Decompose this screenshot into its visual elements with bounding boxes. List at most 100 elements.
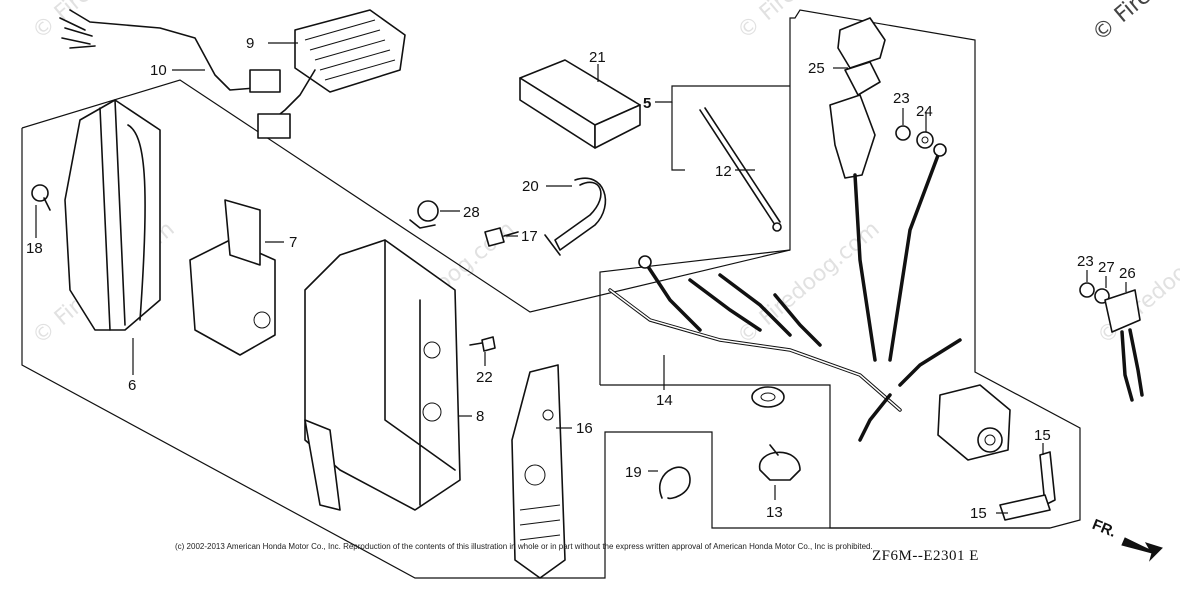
regulator-body bbox=[294, 9, 406, 93]
key-15-a bbox=[1039, 451, 1056, 506]
harness-lead-b bbox=[688, 278, 762, 332]
callout-5: 5 bbox=[643, 95, 651, 112]
callout-10: 10 bbox=[150, 62, 167, 79]
callout-23-lower: 23 bbox=[1077, 253, 1094, 270]
grommet bbox=[751, 386, 785, 408]
watermark-corner: © Fire bbox=[1088, 0, 1156, 47]
diode-26-lead bbox=[1128, 328, 1144, 397]
part-18-screw bbox=[31, 184, 51, 211]
harness-lead-e bbox=[853, 173, 877, 362]
box-8-hole-top bbox=[423, 341, 441, 359]
part-8-box bbox=[304, 239, 461, 511]
callout-15-lower: 15 bbox=[970, 505, 987, 522]
bracket-7-body bbox=[189, 239, 276, 356]
callout-15-upper: 15 bbox=[1034, 427, 1051, 444]
part-20-strap bbox=[544, 177, 607, 256]
clamp-13-tab bbox=[769, 444, 779, 456]
cover-6-ribs bbox=[99, 99, 126, 331]
strap-20-tip bbox=[544, 234, 561, 256]
switch-keyhole bbox=[984, 434, 996, 446]
diode-26-lead bbox=[1120, 330, 1134, 402]
cable-12-edge bbox=[704, 107, 781, 223]
harness-trunk-inner bbox=[609, 289, 901, 411]
part-13-clamp bbox=[759, 444, 801, 481]
harness-lead-c bbox=[718, 273, 792, 337]
fuse-holder-body bbox=[829, 94, 876, 179]
callout-8: 8 bbox=[476, 408, 484, 425]
callout-18: 18 bbox=[26, 240, 43, 257]
washer-24-hole bbox=[921, 136, 929, 144]
harness-lead-d bbox=[773, 293, 822, 347]
screw-18-head bbox=[31, 184, 49, 202]
diode-26 bbox=[1104, 289, 1141, 333]
callout-7: 7 bbox=[289, 234, 297, 251]
callout-12: 12 bbox=[715, 163, 732, 180]
connector-10 bbox=[249, 69, 281, 93]
clip-28 bbox=[417, 200, 439, 222]
wire-10 bbox=[69, 9, 256, 91]
direction-arrow bbox=[1121, 537, 1163, 562]
part-grommet bbox=[751, 386, 785, 408]
grommet-hole bbox=[760, 392, 776, 402]
cable-12 bbox=[699, 109, 776, 226]
part-fuse-holder bbox=[829, 17, 934, 179]
bracket-7-hole bbox=[253, 311, 271, 329]
watermark: © Firedoog.com bbox=[28, 0, 180, 45]
part-15-keys bbox=[999, 451, 1056, 521]
callout-19: 19 bbox=[625, 464, 642, 481]
harness-ring-terminal bbox=[638, 255, 652, 269]
copyright-notice: (c) 2002-2013 American Honda Motor Co., … bbox=[175, 542, 873, 551]
screw-22-shank bbox=[469, 342, 483, 346]
nut-23-b bbox=[1079, 282, 1095, 298]
callout-6: 6 bbox=[128, 377, 136, 394]
group-frame-bottom bbox=[21, 128, 1050, 579]
fr-arrow-icon bbox=[1121, 537, 1163, 562]
switch-barrel bbox=[977, 427, 1003, 453]
leader-lines bbox=[35, 42, 1127, 514]
screw-22-head bbox=[481, 336, 496, 352]
part-regulator-assembly bbox=[59, 9, 406, 139]
harness-ring-terminal bbox=[933, 143, 947, 157]
callout-24: 24 bbox=[916, 103, 933, 120]
part-12-cable bbox=[699, 107, 782, 232]
fuse-cover bbox=[837, 17, 886, 69]
box-8-edges bbox=[384, 239, 456, 506]
pad-end bbox=[594, 104, 641, 149]
callout-21: 21 bbox=[589, 49, 606, 66]
harness-lead-f bbox=[888, 148, 942, 362]
connector-9 bbox=[257, 113, 291, 139]
plate-16-window bbox=[524, 464, 546, 486]
callout-20: 20 bbox=[522, 178, 539, 195]
callout-14: 14 bbox=[656, 392, 673, 409]
part-6-cover bbox=[64, 99, 161, 331]
part-28-clip bbox=[409, 200, 439, 229]
regulator-fins bbox=[304, 19, 396, 81]
part-17-bolt bbox=[484, 227, 519, 247]
wire-leads bbox=[59, 17, 96, 49]
fuse-25 bbox=[844, 61, 881, 96]
leader-5-down bbox=[671, 102, 685, 171]
part-21-pad bbox=[519, 59, 641, 149]
diagram-code: ZF6M--E2301 E bbox=[872, 548, 979, 564]
callouts: 9 10 21 5 12 25 23 24 20 28 17 18 7 6 8 … bbox=[26, 35, 1136, 522]
clip-19 bbox=[659, 466, 691, 500]
bracket-7-tab bbox=[224, 199, 261, 266]
callout-17: 17 bbox=[521, 228, 538, 245]
plate-16-lines bbox=[519, 504, 561, 541]
callout-27: 27 bbox=[1098, 259, 1115, 276]
part-14-harness bbox=[608, 143, 962, 442]
key-15-b bbox=[999, 494, 1051, 521]
harness-lead-a bbox=[643, 260, 702, 332]
strap-20 bbox=[554, 177, 607, 251]
plate-16-hole bbox=[542, 409, 554, 421]
part-16-plate bbox=[511, 364, 566, 579]
callout-16: 16 bbox=[576, 420, 593, 437]
washer-24 bbox=[916, 131, 934, 149]
clamp-13 bbox=[759, 451, 801, 481]
bolt-17-shank bbox=[503, 231, 519, 237]
group-frame-harness bbox=[599, 249, 791, 385]
cover-6-edge bbox=[127, 124, 146, 321]
part-19-clip bbox=[659, 466, 691, 500]
